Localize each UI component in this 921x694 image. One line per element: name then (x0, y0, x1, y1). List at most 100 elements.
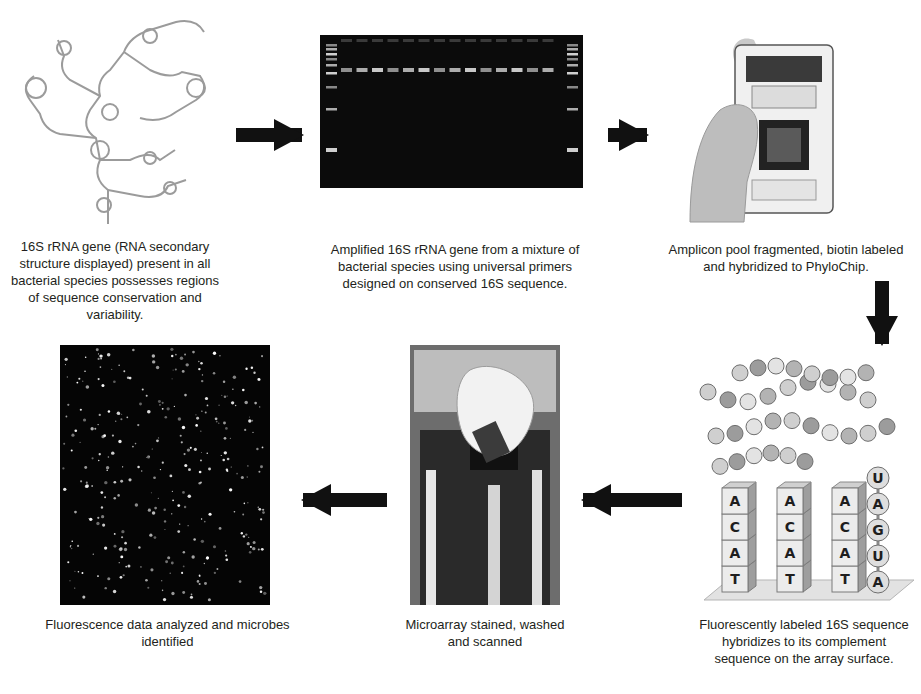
amplicon-band (372, 68, 383, 72)
probe-spot (172, 499, 174, 501)
probe-spot (84, 466, 87, 469)
probe-spot (174, 406, 175, 407)
probe-spot (91, 457, 93, 459)
probe-spot (242, 389, 245, 392)
probe-spot (218, 422, 219, 423)
probe-spot (162, 408, 164, 410)
probe-spot (117, 412, 120, 415)
probe-spot (99, 453, 101, 455)
floating-bead (750, 360, 766, 376)
ladder-band (326, 44, 337, 47)
probe-spot (182, 370, 185, 373)
well (357, 39, 368, 42)
probe-spot (165, 416, 168, 419)
probe-spot (175, 354, 177, 356)
base-letter: A (724, 542, 746, 564)
probe-spot (199, 471, 202, 474)
ladder-band (326, 72, 337, 75)
probe-spot (154, 536, 157, 539)
probe-spot (78, 571, 80, 573)
step-panel: Microarray stained, washed and scanned (395, 350, 575, 650)
probe-spot (97, 517, 99, 519)
probe-spot (138, 546, 140, 548)
base-letter: A (724, 490, 746, 512)
scanner-rail (488, 485, 500, 605)
probe-spot (165, 560, 168, 563)
picture-area (40, 350, 295, 608)
probe-spot (103, 434, 106, 437)
probe-spot (195, 424, 198, 427)
rrna-loop (57, 41, 71, 55)
probe-spot (90, 427, 93, 430)
target-bead (867, 571, 889, 593)
probe-spot (224, 396, 227, 399)
probe-spot (124, 548, 127, 551)
probe-spot (194, 448, 197, 451)
floating-bead (732, 365, 748, 381)
probe-spot (99, 414, 101, 416)
probe-spot (120, 576, 123, 579)
probe-spot (156, 439, 159, 442)
step-caption: Fluorescently labeled 16S sequence hybri… (690, 616, 918, 667)
ladder-band (326, 48, 337, 51)
probe-spot (224, 437, 227, 440)
probe-spot (96, 348, 99, 351)
probe-spot (180, 357, 183, 360)
probe-spot (258, 471, 260, 473)
amplicon-band (465, 68, 476, 72)
probe-spot (158, 498, 159, 499)
probe-spot (111, 451, 114, 454)
probe-spot (263, 592, 266, 595)
floating-bead (822, 425, 838, 441)
probe-spot (147, 587, 149, 589)
cube-front (777, 514, 803, 540)
probe-spot (121, 530, 124, 533)
probe-spot (200, 362, 203, 365)
chip-photo (690, 38, 833, 222)
fluorescence-scan (60, 345, 270, 605)
base-letter: A (867, 493, 889, 515)
probe-spot (229, 488, 232, 491)
ladder-band (567, 72, 578, 75)
floating-bead (879, 419, 895, 435)
floating-bead (797, 454, 813, 470)
probe-spot (160, 469, 161, 470)
probe-spot (69, 580, 70, 581)
chip-label-strip (746, 56, 822, 82)
probe-spot (98, 460, 99, 461)
ladder-band (326, 86, 337, 89)
probe-spot (113, 590, 116, 593)
floating-bead (760, 388, 776, 404)
probe-spot (132, 349, 135, 352)
probe-spot (71, 434, 74, 437)
probe-spot (251, 420, 253, 422)
probe-spot (85, 484, 89, 488)
flow-arrow (608, 128, 647, 142)
base-letter: C (779, 516, 801, 538)
probe-spot (190, 596, 193, 599)
probe-spot (80, 480, 82, 482)
step-caption: Amplified 16S rRNA gene from a mixture o… (310, 241, 600, 292)
cube-front (777, 566, 803, 592)
base-letter: T (724, 568, 746, 590)
base-letter: A (834, 490, 856, 512)
probe-spot (227, 395, 228, 396)
probe-spot (222, 459, 225, 462)
probe-spot (254, 402, 257, 405)
amplicon-band (403, 68, 414, 72)
target-bead (867, 467, 889, 489)
probe-spot (169, 573, 171, 575)
base-letter: A (867, 571, 889, 593)
ladder-band (567, 108, 578, 111)
probe-spot (70, 546, 71, 547)
probe-spot (162, 590, 164, 592)
probe-spot (215, 418, 218, 421)
target-bead (867, 493, 889, 515)
chip-array (767, 128, 801, 162)
probe-spot (234, 511, 236, 513)
well (403, 39, 414, 42)
probe-spot (172, 378, 173, 379)
probe-spot (65, 364, 66, 365)
probe-spot (232, 388, 233, 389)
